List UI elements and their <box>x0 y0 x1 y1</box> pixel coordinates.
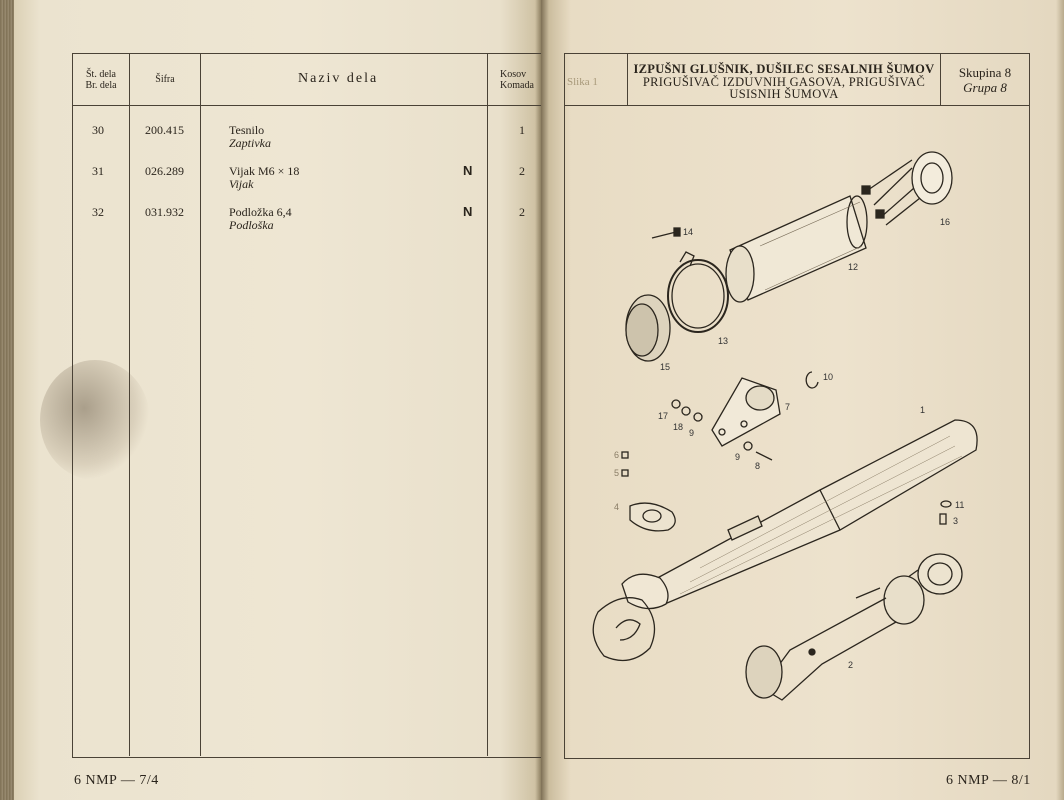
part-label: 18 <box>673 422 684 432</box>
group-label: Skupina 8 <box>958 65 1012 80</box>
part-label: 10 <box>823 372 834 382</box>
part-16-intake <box>861 151 953 226</box>
header-bottom-line <box>564 105 1030 106</box>
part-8-bolt <box>755 451 773 461</box>
section-title-alt: PRIGUŠIVAČ IZDUVNIH GASOVA, PRIGUŠIVAČ <box>642 75 926 89</box>
part-label: 9 <box>689 428 695 438</box>
right-page-footer: 6 NMP — 8/1 <box>946 773 1031 788</box>
part-label: 14 <box>683 227 694 237</box>
part-label: 4 <box>614 502 620 512</box>
part-5-nut <box>621 469 629 477</box>
part-1-muffler <box>592 419 978 662</box>
row-part-number: 30 <box>92 123 104 137</box>
part-13-clamp <box>667 251 729 333</box>
row-code: 031.932 <box>145 205 184 219</box>
header-part-name: Naziv dela <box>298 71 379 86</box>
part-label: 11 <box>955 500 965 510</box>
part-label: 17 <box>658 411 669 421</box>
row-part-number: 32 <box>92 205 104 219</box>
section-title-alt-2: USISNIH ŠUMOVA <box>729 87 839 101</box>
part-14-bolt <box>651 227 681 239</box>
part-18-nut <box>681 406 691 416</box>
part-label: 9 <box>735 452 741 462</box>
row-name-alt: Podloška <box>229 218 274 232</box>
row-flag: N <box>463 204 473 219</box>
row-flag: N <box>463 163 473 178</box>
part-3-bolt <box>939 513 947 525</box>
row-name-alt: Vijak <box>229 177 254 191</box>
parts-table-frame <box>72 53 542 758</box>
part-7-bracket <box>711 377 781 447</box>
part-label: 6 <box>614 450 620 460</box>
part-9-washer <box>693 412 703 422</box>
table-divider <box>129 53 130 756</box>
row-code: 200.415 <box>145 123 184 137</box>
table-header-divider <box>72 105 541 106</box>
row-name: Vijak M6 × 18 <box>229 164 300 178</box>
part-label: 16 <box>940 217 951 227</box>
part-label: 13 <box>718 336 729 346</box>
part-label: 7 <box>785 402 791 412</box>
row-part-number: 31 <box>92 164 104 178</box>
row-name: Podložka 6,4 <box>229 205 292 219</box>
row-quantity: 2 <box>519 164 525 178</box>
header-code: Šifra <box>155 74 175 85</box>
part-label: 2 <box>848 660 854 670</box>
header-divider <box>940 53 941 105</box>
part-11-washer <box>940 500 952 508</box>
part-15-filter <box>625 294 671 362</box>
figure-label: Slika 1 <box>567 76 598 88</box>
left-page-footer: 6 NMP — 7/4 <box>74 773 159 788</box>
table-divider <box>200 53 201 756</box>
part-6-nut <box>621 451 629 459</box>
part-12-tube <box>725 195 868 303</box>
illustration-frame <box>564 53 1030 759</box>
part-label: 15 <box>660 362 671 372</box>
row-name: Tesnilo <box>229 123 265 137</box>
table-divider <box>487 53 488 756</box>
header-divider <box>627 53 628 105</box>
part-label: 5 <box>614 468 620 478</box>
section-title: IZPUŠNI GLUŠNIK, DUŠILEC SESALNIH ŠUMOV <box>633 62 935 76</box>
stain-mark <box>40 360 150 480</box>
row-name-alt: Zaptivka <box>229 136 271 150</box>
row-quantity: 1 <box>519 123 525 137</box>
row-code: 026.289 <box>145 164 184 178</box>
page-edge <box>0 0 14 800</box>
part-4-gasket <box>629 502 676 532</box>
group-label-alt: Grupa 8 <box>963 80 1007 95</box>
part-9-washer <box>743 441 753 451</box>
part-10-ring <box>805 371 819 389</box>
part-label: 3 <box>953 516 959 526</box>
part-17-washer <box>671 399 681 409</box>
part-label: 8 <box>755 461 761 471</box>
header-quantity: Kosov Komada <box>500 69 534 91</box>
part-label: 1 <box>920 405 926 415</box>
part-2-tailpipe <box>745 553 963 701</box>
right-page <box>541 0 1064 800</box>
header-part-number: Št. dela Br. dela <box>85 69 117 91</box>
left-page <box>0 0 541 800</box>
part-label: 12 <box>848 262 859 272</box>
row-quantity: 2 <box>519 205 525 219</box>
